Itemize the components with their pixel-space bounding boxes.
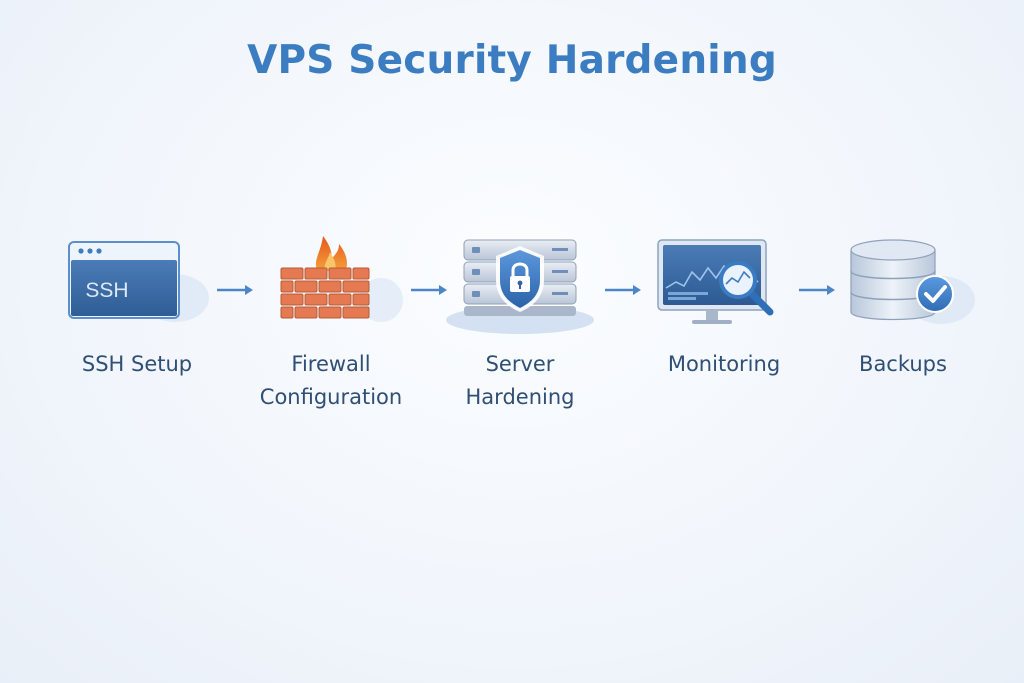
step-label: Firewall Configuration	[241, 348, 421, 414]
step-label-line: SSH Setup	[81, 352, 193, 376]
step-label: Backups	[813, 348, 993, 381]
step-firewall-configuration: Firewall Configuration	[251, 226, 411, 426]
page-title: VPS Security Hardening	[247, 38, 777, 83]
step-ssh-setup: SSH SSH Setup	[57, 226, 217, 426]
database-check-icon	[850, 239, 975, 324]
monitor-magnifier-icon	[657, 239, 774, 324]
step-backups: Backups	[823, 226, 983, 426]
server-shield-icon	[446, 239, 594, 334]
step-label-line: Configuration	[259, 385, 403, 409]
ssh-terminal-icon: SSH	[68, 241, 209, 322]
arrow-right-icon	[411, 285, 447, 295]
step-monitoring: Monitoring	[644, 226, 804, 426]
step-label-line: Hardening	[465, 385, 575, 409]
step-label: Monitoring	[634, 348, 814, 381]
step-label: Server Hardening	[430, 348, 610, 414]
step-label-line: Firewall	[291, 352, 371, 376]
step-label-line: Server	[485, 352, 555, 376]
arrow-right-icon	[217, 285, 253, 295]
step-label: SSH Setup	[47, 348, 227, 381]
ssh-icon-text: SSH	[85, 279, 128, 302]
step-label-line: Monitoring	[667, 352, 781, 376]
firewall-icon	[280, 236, 403, 322]
step-label-line: Backups	[859, 352, 947, 376]
step-server-hardening: Server Hardening	[440, 226, 600, 426]
arrow-right-icon	[799, 285, 835, 295]
arrow-right-icon	[605, 285, 641, 295]
